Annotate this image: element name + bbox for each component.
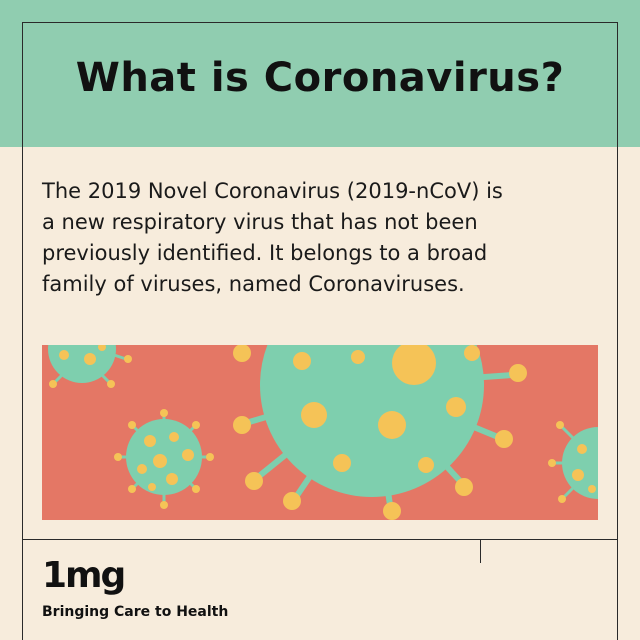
frame-right-line — [617, 22, 618, 640]
frame-top-line — [22, 22, 618, 23]
page-title: What is Coronavirus? — [75, 55, 565, 101]
brand-logo: 1mg — [42, 555, 126, 598]
header-band — [0, 0, 640, 147]
description-text: The 2019 Novel Coronavirus (2019-nCoV) i… — [42, 176, 612, 300]
description-line: family of viruses, named Coronaviruses. — [42, 272, 465, 296]
brand-tagline: Bringing Care to Health — [42, 604, 229, 620]
frame-divider-tick — [480, 539, 481, 563]
brand-logo-text: 1mg — [42, 555, 126, 596]
description-line: The 2019 Novel Coronavirus (2019-nCoV) i… — [42, 179, 503, 203]
virus-small-right — [548, 421, 598, 503]
virus-large-center — [233, 345, 527, 520]
frame-bottom-line — [22, 539, 618, 540]
virus-artwork — [48, 345, 598, 520]
virus-small-topleft — [48, 345, 132, 388]
virus-small-left — [114, 409, 214, 509]
description-line: a new respiratory virus that has not bee… — [42, 210, 478, 234]
description-line: previously identified. It belongs to a b… — [42, 241, 488, 265]
frame-left-line — [22, 22, 23, 640]
coronavirus-illustration — [42, 345, 598, 520]
